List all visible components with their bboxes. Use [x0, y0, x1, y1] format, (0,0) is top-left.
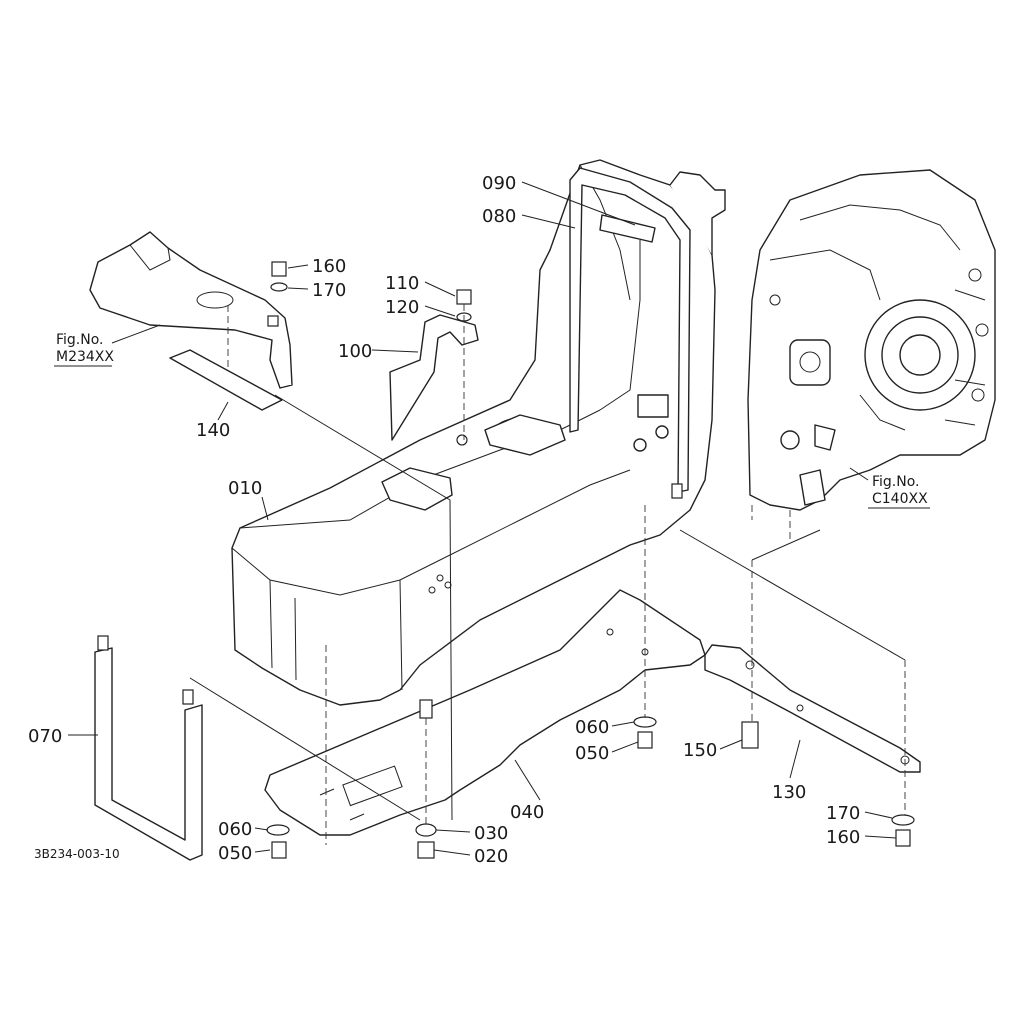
fig-ref-right-line1: Fig.No.	[872, 474, 920, 490]
fig-ref-left-line2: M234XX	[56, 349, 114, 365]
hardware	[266, 261, 915, 859]
label-170-bottom: 170	[826, 803, 860, 824]
label-090: 090	[482, 173, 516, 194]
fuel-tank	[231, 159, 726, 706]
label-080: 080	[482, 206, 516, 227]
label-050-right: 050	[575, 743, 609, 764]
label-010: 010	[228, 478, 262, 499]
label-020: 020	[474, 846, 508, 867]
bracket-130	[704, 644, 921, 773]
transmission-housing	[747, 169, 996, 540]
strap-070	[94, 635, 203, 861]
bracket-m234	[89, 231, 293, 389]
label-100: 100	[338, 341, 372, 362]
labels: 090 080 160 170 110 120 100 Fig.No. M234…	[28, 173, 930, 867]
label-040: 040	[510, 802, 544, 823]
label-120: 120	[385, 297, 419, 318]
alignment-lines	[189, 394, 906, 845]
pad-140	[169, 349, 283, 411]
fig-ref-left-line1: Fig.No.	[56, 332, 104, 348]
drawing-code: 3B234-003-10	[34, 847, 120, 861]
label-060-left: 060	[218, 819, 252, 840]
label-130: 130	[772, 782, 806, 803]
bracket-100	[389, 289, 479, 446]
label-170-top: 170	[312, 280, 346, 301]
base-plate	[264, 589, 706, 836]
label-070: 070	[28, 726, 62, 747]
label-160-top: 160	[312, 256, 346, 277]
label-140: 140	[196, 420, 230, 441]
label-160-bottom: 160	[826, 827, 860, 848]
label-150: 150	[683, 740, 717, 761]
label-030: 030	[474, 823, 508, 844]
leader-lines	[68, 181, 897, 856]
label-060-right: 060	[575, 717, 609, 738]
label-050-left: 050	[218, 843, 252, 864]
fig-ref-right-line2: C140XX	[872, 491, 928, 507]
tank-strap	[569, 167, 691, 499]
label-110: 110	[385, 273, 419, 294]
